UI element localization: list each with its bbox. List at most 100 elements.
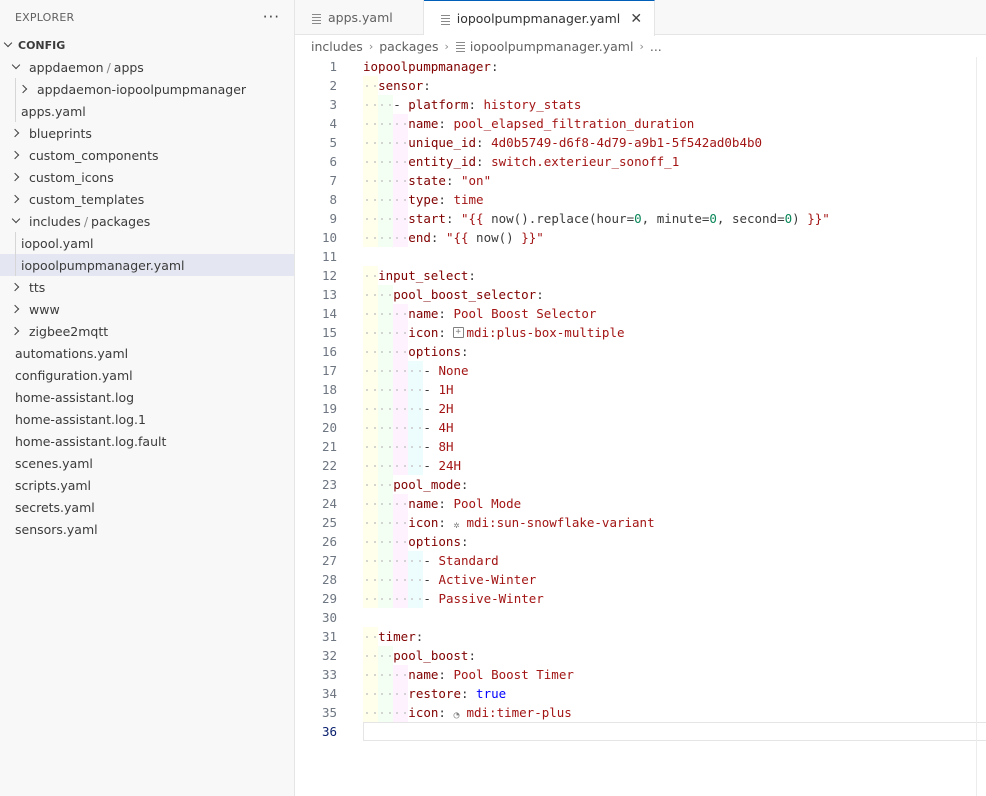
whitespace-dot	[388, 484, 391, 486]
code-token: state	[408, 173, 446, 188]
tree-file[interactable]: home-assistant.log.fault	[0, 430, 294, 452]
whitespace-dot	[366, 655, 368, 657]
indent-guide	[378, 152, 394, 171]
breadcrumb-item[interactable]: packages	[379, 38, 439, 54]
indent-guide	[363, 589, 378, 608]
tree-file[interactable]: home-assistant.log	[0, 386, 294, 408]
whitespace-dot	[388, 541, 391, 543]
whitespace-dot	[388, 199, 391, 201]
code-token: :	[438, 515, 454, 530]
whitespace-dot	[373, 199, 376, 201]
code-token: -	[423, 553, 439, 568]
whitespace-dot	[373, 332, 376, 334]
more-actions-icon[interactable]: ···	[262, 8, 280, 26]
whitespace-dot	[396, 560, 399, 562]
tree-file[interactable]: configuration.yaml	[0, 364, 294, 386]
breadcrumb-item[interactable]: iopoolpumpmanager.yaml	[469, 38, 634, 54]
code-text: - platform: history_stats	[393, 95, 581, 114]
whitespace-dot	[381, 351, 384, 353]
whitespace-dot	[366, 579, 368, 581]
tree-folder[interactable]: custom_icons	[0, 166, 294, 188]
tab-apps-yaml[interactable]: apps.yaml	[295, 0, 424, 35]
editor-scrollbar[interactable]	[976, 57, 986, 796]
indent-guide	[363, 361, 378, 380]
indent-guide	[363, 76, 378, 95]
tree-file[interactable]: sensors.yaml	[0, 518, 294, 540]
code-token: Standard	[438, 553, 499, 568]
tree-file[interactable]: scripts.yaml	[0, 474, 294, 496]
tree-folder[interactable]: custom_components	[0, 144, 294, 166]
code-token: icon	[408, 325, 439, 340]
indent-guide	[363, 494, 378, 513]
indent-guide	[393, 380, 409, 399]
tree-root-config[interactable]: CONFIG	[0, 34, 294, 56]
tree-folder[interactable]: tts	[0, 276, 294, 298]
tree-item-label: includes	[29, 213, 81, 229]
whitespace-dot	[366, 313, 368, 315]
whitespace-dot	[366, 522, 368, 524]
breadcrumb-item[interactable]: includes	[311, 38, 363, 54]
indent-guide	[378, 494, 394, 513]
whitespace-dot	[396, 408, 399, 410]
tree-file[interactable]: scenes.yaml	[0, 452, 294, 474]
indent-guide	[408, 456, 424, 475]
code-token: :	[460, 534, 469, 549]
code-token: :	[445, 211, 461, 226]
whitespace-dot	[373, 465, 376, 467]
line-number: 32	[321, 648, 337, 663]
tree-item-label: custom_components	[29, 147, 159, 163]
indent-guide	[393, 190, 409, 209]
indent-guide	[363, 114, 378, 133]
code-token: end	[408, 230, 431, 245]
whitespace-dot	[381, 427, 384, 429]
tree-file[interactable]: iopoolpumpmanager.yaml	[0, 254, 294, 276]
whitespace-dot	[381, 408, 384, 410]
tree-file[interactable]: automations.yaml	[0, 342, 294, 364]
whitespace-dot	[403, 427, 406, 429]
whitespace-dot	[388, 560, 391, 562]
tree-folder[interactable]: appdaemon-iopoolpumpmanager	[0, 78, 294, 100]
tree-folder[interactable]: zigbee2mqtt	[0, 320, 294, 342]
whitespace-dot	[366, 446, 368, 448]
line-number: 2	[329, 78, 337, 93]
tree-folder[interactable]: custom_templates	[0, 188, 294, 210]
tree-file[interactable]: apps.yaml	[0, 100, 294, 122]
tab-iopoolpumpmanager-yaml[interactable]: iopoolpumpmanager.yaml✕	[423, 0, 656, 36]
indent-guide	[378, 399, 394, 418]
code-token: now()	[476, 230, 514, 245]
close-icon[interactable]: ✕	[630, 10, 643, 27]
code-line: 28- Active-Winter	[295, 570, 986, 589]
code-text: - Active-Winter	[423, 570, 536, 589]
indent-guide	[363, 703, 378, 722]
tree-folder[interactable]: blueprints	[0, 122, 294, 144]
code-token: options	[408, 344, 461, 359]
indent-guide	[393, 589, 409, 608]
tree-file[interactable]: secrets.yaml	[0, 496, 294, 518]
indent-guide	[363, 646, 378, 665]
line-number: 10	[321, 230, 337, 245]
whitespace-dot	[396, 199, 399, 201]
whitespace-dot	[366, 598, 368, 600]
tree-folder[interactable]: www	[0, 298, 294, 320]
tree-folder[interactable]: includes/packages	[0, 210, 294, 232]
tree-file[interactable]: home-assistant.log.1	[0, 408, 294, 430]
breadcrumb-item[interactable]: ...	[649, 38, 662, 54]
whitespace-dot	[403, 465, 406, 467]
code-token: "{{	[461, 211, 492, 226]
whitespace-dot	[396, 446, 399, 448]
tree-folder[interactable]: appdaemon/apps	[0, 56, 294, 78]
chevron-right-icon	[8, 169, 24, 185]
tree-file[interactable]: iopool.yaml	[0, 232, 294, 254]
code-text: - 1H	[423, 380, 453, 399]
code-token: Pool Mode	[453, 496, 522, 511]
whitespace-dot	[396, 541, 399, 543]
whitespace-dot	[388, 503, 391, 505]
code-line: 11	[295, 247, 986, 266]
